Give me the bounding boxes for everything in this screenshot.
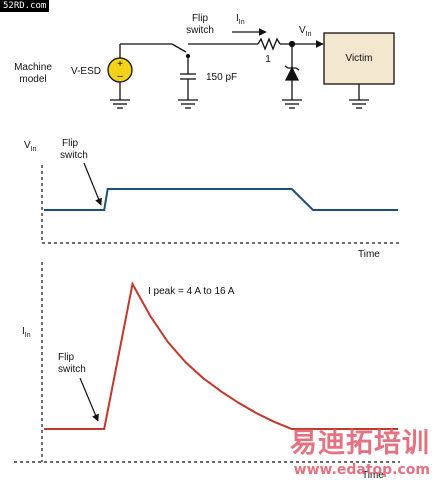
vin-annotation-line1: Flip (62, 138, 79, 149)
cn-logo-watermark: 易迪拓培训 (290, 428, 430, 459)
source-minus-sign: – (117, 71, 123, 82)
v-esd-label: V-ESD (71, 66, 101, 77)
iin-annotation-line2: switch (58, 364, 86, 375)
iin-peak-label: I peak = 4 A to 16 A (148, 286, 235, 297)
iin-annotation-line1: Flip (58, 352, 75, 363)
flip-switch-blade (171, 43, 187, 53)
vin-y-label: VIn (24, 140, 37, 153)
cap-ground-icon (178, 99, 198, 109)
source-ground-icon (110, 99, 130, 109)
machine-model-label-line1: Machine (14, 62, 52, 73)
capacitor-label: 150 pF (206, 72, 237, 83)
resistor-icon (257, 37, 281, 51)
zener-diode-icon (284, 65, 300, 81)
iin-annotation-arrow (79, 377, 99, 422)
vin-x-label: Time (358, 249, 380, 260)
esd-circuit: Machine model V-ESD + – Flip switch 150 … (14, 13, 395, 109)
switch-label-line2: switch (186, 25, 214, 36)
site-watermark: 52RD.com (0, 0, 50, 12)
vin-annotation-line2: switch (60, 150, 88, 161)
vin-annotation-arrow (83, 162, 102, 206)
source-plus-sign: + (117, 59, 123, 70)
iin-x-label: Time (362, 470, 384, 481)
victim-box (323, 32, 395, 85)
victim-ground-icon (349, 99, 369, 109)
iin-series-line (44, 281, 398, 430)
switch-label-line1: Flip (192, 13, 209, 24)
vin-chart: VIn Time Flip switch (24, 138, 400, 260)
machine-model-label-line2: model (19, 74, 46, 85)
vin-label: VIn (299, 25, 312, 38)
current-label: IIn (236, 13, 245, 26)
iin-y-label: IIn (22, 326, 31, 339)
victim-label: Victim (345, 53, 372, 64)
vin-series-line (44, 188, 398, 211)
iin-chart: IIn Time I peak = 4 A to 16 A Flip switc… (14, 262, 400, 481)
url-watermark: www.edatop.com (293, 462, 430, 478)
resistor-label: 1 (265, 54, 271, 65)
capacitor-icon (180, 73, 196, 80)
zener-ground-icon (282, 99, 302, 109)
